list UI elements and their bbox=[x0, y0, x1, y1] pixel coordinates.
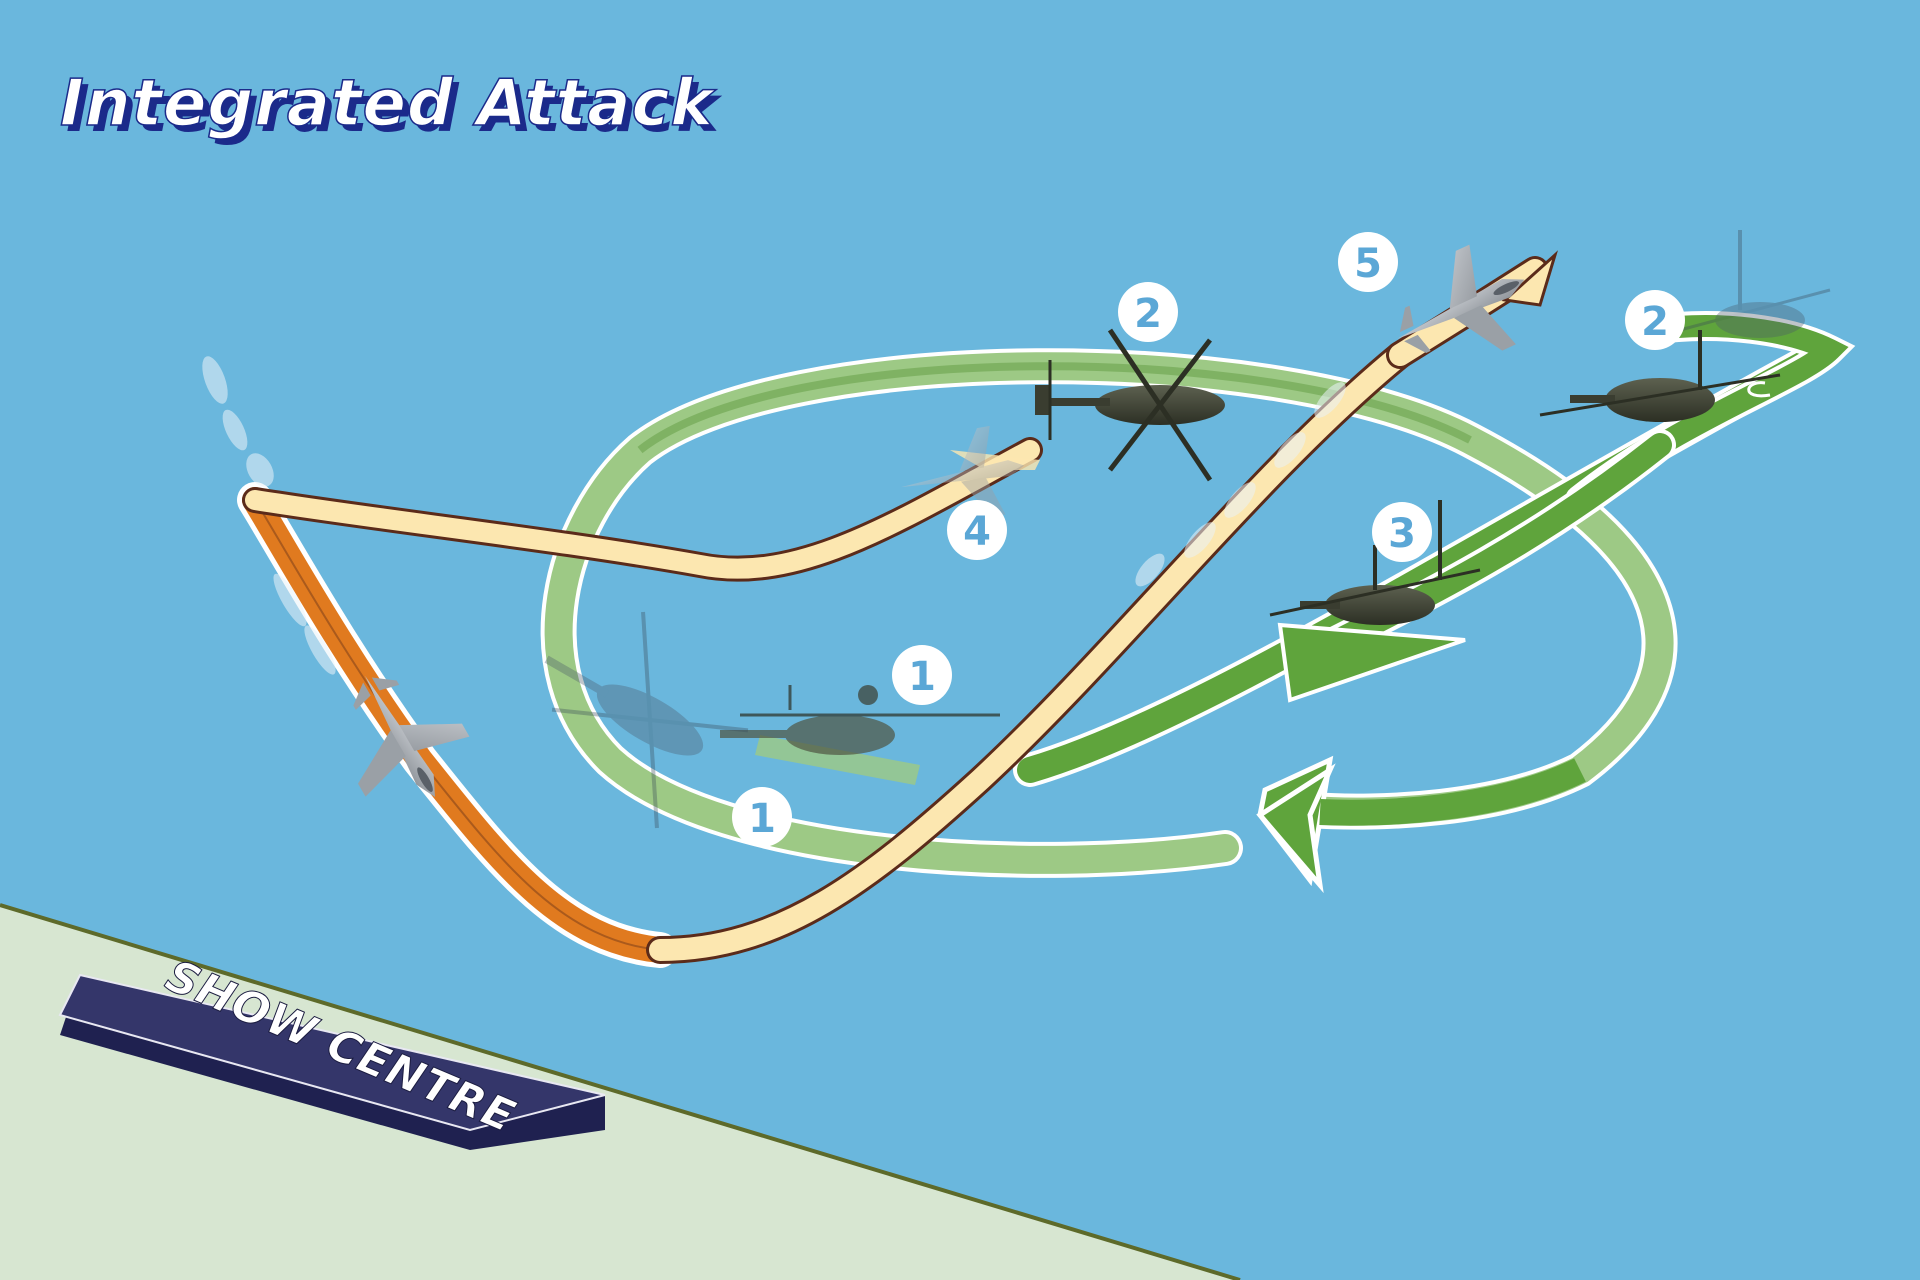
marker-2-center: 2 bbox=[1118, 282, 1178, 342]
return-arrowhead bbox=[1256, 763, 1336, 894]
ground-edge-line bbox=[0, 903, 1241, 1280]
helicopter-2-right-ghost-icon bbox=[1679, 230, 1831, 338]
diagonal-arrowhead bbox=[1277, 622, 1466, 703]
marker-2-right: 2 bbox=[1625, 290, 1685, 350]
svg-text:1: 1 bbox=[748, 796, 776, 842]
svg-text:Integrated Attack: Integrated Attack bbox=[60, 67, 716, 141]
svg-text:4: 4 bbox=[963, 509, 991, 555]
marker-1-left: 1 bbox=[732, 787, 792, 847]
diagram-title: Integrated Attack Integrated Attack bbox=[59, 66, 722, 147]
svg-text:2: 2 bbox=[1134, 291, 1162, 337]
helicopter-2-right-icon bbox=[1539, 330, 1781, 422]
helicopter-1-center-icon bbox=[720, 685, 1000, 755]
svg-text:2: 2 bbox=[1641, 299, 1669, 345]
jet-route-arrowhead bbox=[1501, 250, 1558, 307]
svg-text:5: 5 bbox=[1354, 241, 1382, 287]
svg-text:1: 1 bbox=[908, 654, 936, 700]
jet-5-icon bbox=[1397, 244, 1525, 354]
svg-text:3: 3 bbox=[1388, 511, 1416, 557]
marker-3: 3 bbox=[1372, 502, 1432, 562]
marker-1-center: 1 bbox=[892, 645, 952, 705]
marker-4: 4 bbox=[947, 500, 1007, 560]
helicopter-1-ghost-icon bbox=[544, 611, 749, 829]
svg-text:Integrated Attack: Integrated Attack bbox=[66, 73, 722, 147]
helicopter-2-center-icon bbox=[1035, 328, 1225, 482]
jet-descent-icon bbox=[353, 675, 470, 797]
flare-smoke bbox=[202, 356, 1346, 675]
helicopter-3-icon bbox=[1269, 500, 1481, 625]
marker-5: 5 bbox=[1338, 232, 1398, 292]
